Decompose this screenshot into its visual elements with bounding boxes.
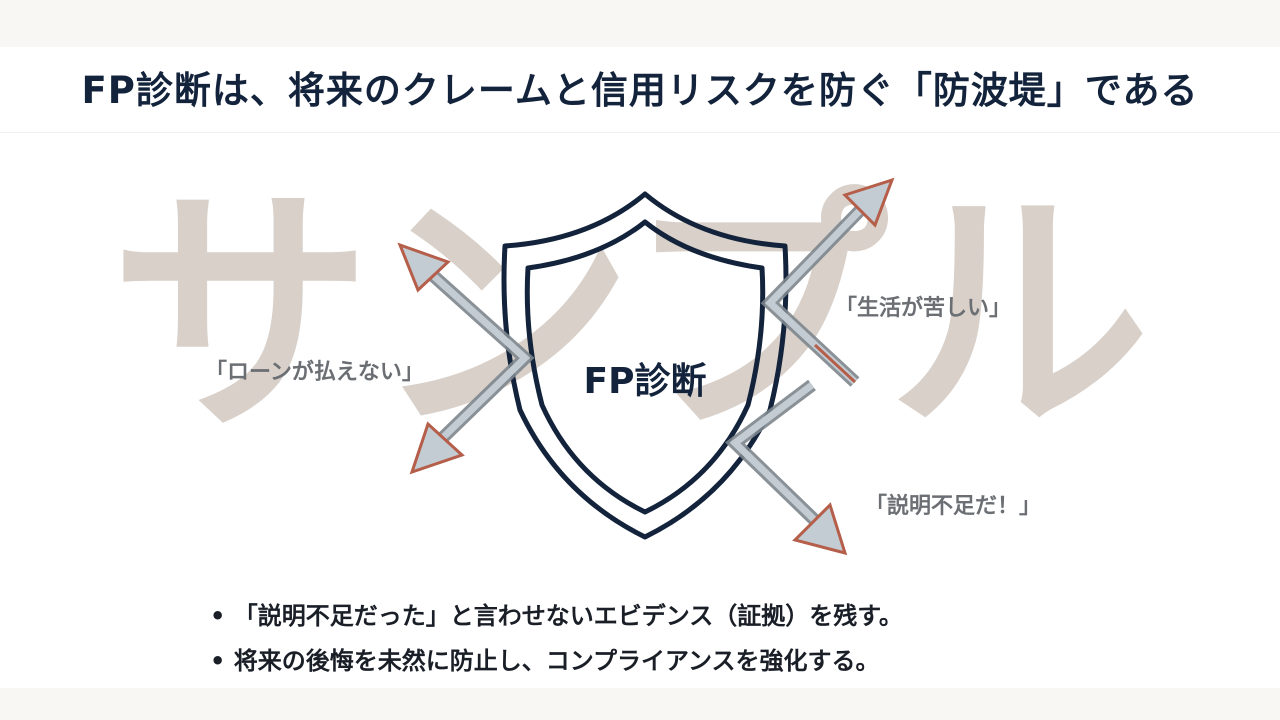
divider	[0, 132, 1280, 133]
deflect-arrows	[397, 177, 895, 556]
bullet-list: • 「説明不足だった」と言わせないエビデンス（証拠）を残す。 • 将来の後悔を未…	[210, 594, 903, 684]
sample-watermark: サンプル	[110, 163, 1151, 468]
quote-explanation: 「説明不足だ！」	[865, 494, 1042, 519]
bullet-item: • 将来の後悔を未然に防止し、コンプライアンスを強化する。	[210, 647, 880, 675]
bullet-item: • 「説明不足だった」と言わせないエビデンス（証拠）を残す。	[210, 602, 903, 630]
arrow-right-top	[760, 177, 895, 387]
slide-title: FP診断は、将来のクレームと信用リスクを防ぐ「防波堤」である	[81, 69, 1199, 112]
bottom-band	[0, 688, 1280, 720]
shield-icon	[501, 191, 789, 540]
arrow-right-bottom	[725, 379, 848, 556]
quote-living: 「生活が苦しい」	[835, 296, 1012, 321]
shield-label: FP診断	[583, 361, 707, 402]
quote-loan: 「ローンが払えない」	[205, 360, 424, 385]
top-band	[0, 0, 1280, 47]
arrow-left	[397, 242, 535, 475]
